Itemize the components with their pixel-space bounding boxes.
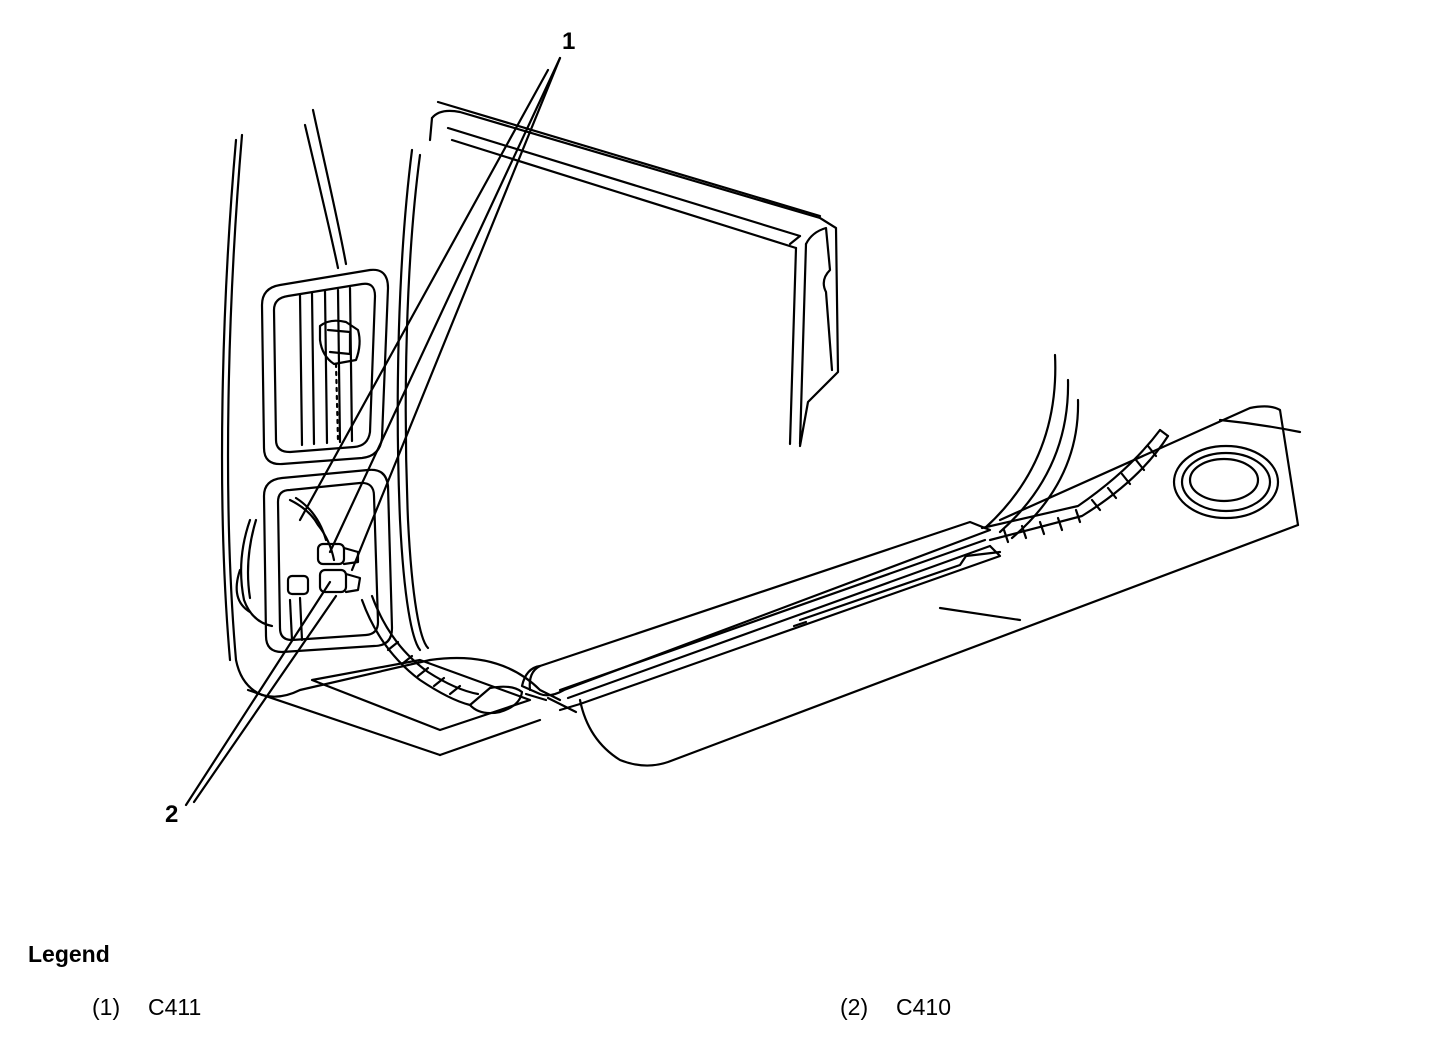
wiring-harness xyxy=(360,594,524,715)
floor-plug xyxy=(1172,444,1280,520)
connector-location-illustration xyxy=(184,56,1302,807)
legend-item-label: C411 xyxy=(148,994,202,1020)
floor-sill xyxy=(246,405,1302,767)
callout-number-1: 1 xyxy=(562,28,576,55)
sill-plate xyxy=(520,520,1022,714)
connector-c410 xyxy=(318,568,348,594)
legend-item-c411: (1) C411 xyxy=(92,993,201,1021)
body-pillar xyxy=(220,108,430,697)
legend-item-number: (2) xyxy=(840,994,869,1020)
callout-number-2: 2 xyxy=(165,801,179,828)
upper-panel xyxy=(260,268,390,466)
rear-wheelhouse xyxy=(983,353,1080,540)
lower-connector-panel xyxy=(235,468,394,654)
callout-1-leaders xyxy=(298,56,562,572)
rear-door-frame xyxy=(428,100,840,448)
callout-2-leaders xyxy=(184,580,338,807)
connector-c411 xyxy=(316,542,346,566)
legend-item-label: C410 xyxy=(896,994,951,1020)
legend-item-c410: (2) C410 xyxy=(840,993,951,1021)
legend-title: Legend xyxy=(28,941,110,967)
legend-item-number: (1) xyxy=(92,994,121,1020)
rear-harness xyxy=(980,428,1170,544)
